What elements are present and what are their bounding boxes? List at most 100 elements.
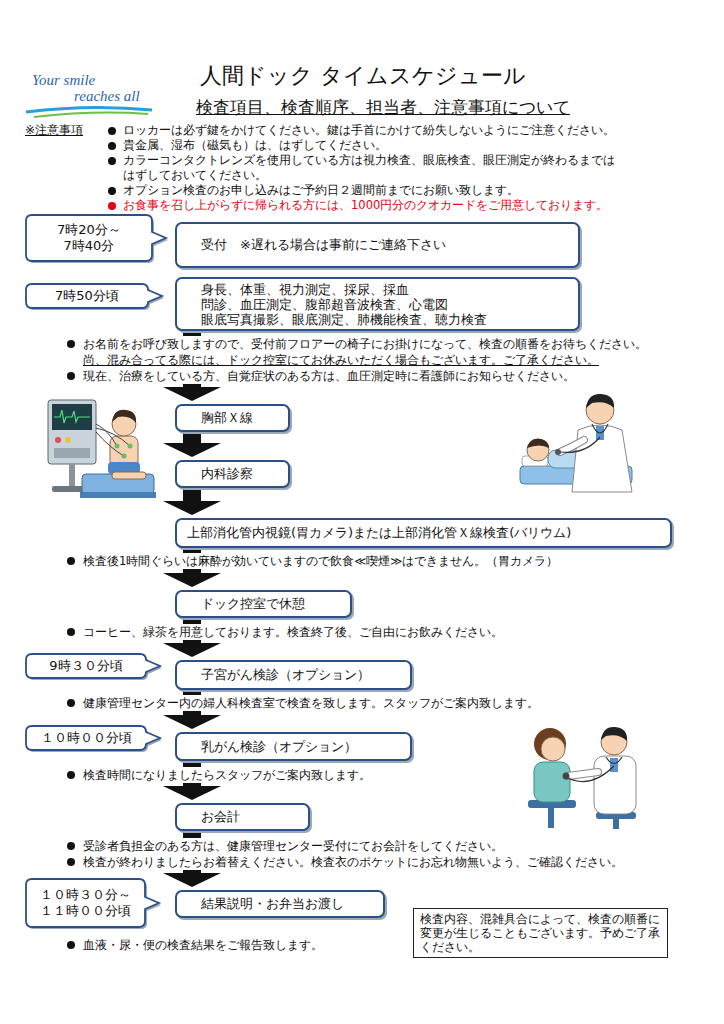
step-text: 受付 ※遅れる場合は事前にご連絡下さい xyxy=(201,237,446,253)
step-note: 尚、混み合ってる際には、ドック控室にてお休みいただく場合もございます。ご了承くだ… xyxy=(83,352,599,368)
bullet-dot xyxy=(67,699,75,707)
patient-face xyxy=(541,737,565,761)
step-note: 検査が終わりましたらお着替えください。検査衣のポケットにお忘れ物無いよう、ご確認… xyxy=(83,854,623,870)
patient-legs xyxy=(112,472,146,479)
arrow-head xyxy=(163,573,221,587)
bed-frame xyxy=(80,492,156,498)
bullet-dot xyxy=(108,157,116,165)
ecg-wires xyxy=(96,424,130,456)
callout-border xyxy=(26,284,162,308)
doctor-coat xyxy=(594,756,636,814)
ecg-wave xyxy=(54,410,90,423)
bullet-dot xyxy=(67,372,75,380)
step-note: 健康管理センター内の婦人科検査室で検査を致します。スタッフがご案内致します。 xyxy=(83,695,539,711)
callout-text: 9時３０分頃 xyxy=(49,658,122,674)
logo-text: Your smile xyxy=(32,72,95,88)
step-text: 内科診察 xyxy=(201,466,253,482)
notice-text: ロッカーは必ず鍵をかけてください。鍵は手首にかけて紛失しないようにご注意ください… xyxy=(123,123,615,138)
arrow-head xyxy=(163,501,221,515)
note-text: 検査内容、混雑具合によって、検査の順番に 変更が生じることもございます。予めご了… xyxy=(420,912,661,954)
doctor-arm xyxy=(568,772,598,776)
step-box: 内科診察 xyxy=(175,460,290,488)
time-callout: 7時50分頃 xyxy=(25,283,163,309)
subtitle: 検査項目、検査順序、担当者、注意事項について xyxy=(196,96,570,118)
step-text: ドック控室で休憩 xyxy=(201,596,305,612)
step-text: 上部消化管内視鏡(胃カメラ)または上部消化管Ｘ線検査(バリウム) xyxy=(187,525,571,541)
patient-hair xyxy=(112,410,136,423)
callout-border xyxy=(26,879,159,927)
monitor-pole xyxy=(69,464,75,486)
time-callout: １０時００分頃 xyxy=(25,725,161,751)
monitor-screen xyxy=(52,404,92,430)
doctor-shirt xyxy=(610,758,618,772)
step-note: お名前をお呼び致しますので、受付前フロアーの椅子にお掛けになって、検査の順番をお… xyxy=(83,336,647,352)
chair-leg xyxy=(548,808,554,828)
patient-body xyxy=(534,762,570,802)
monitor-body xyxy=(48,400,96,464)
time-callout: 7時20分～ 7時40分 xyxy=(25,214,167,262)
step-text: お会計 xyxy=(201,809,240,825)
consultation-illustration xyxy=(528,727,636,829)
stethoscope xyxy=(566,757,622,782)
arrow-shaft xyxy=(183,488,201,502)
bullet-dot xyxy=(67,557,75,565)
notice-text: オプション検査のお申し込みはご予約日２週間前までにお願い致します。 xyxy=(123,183,519,198)
step-box: ドック控室で休憩 xyxy=(175,590,352,618)
logo-text: reaches all xyxy=(74,88,140,104)
step-note: コーヒー、緑茶を用意しております。検査終了後、ご自由にお飲みください。 xyxy=(83,624,503,640)
bullet-dot xyxy=(67,858,75,866)
bullet-dot xyxy=(67,842,75,850)
patient-head xyxy=(527,439,549,461)
bullet-dot xyxy=(67,941,75,949)
callout-border xyxy=(26,654,160,678)
bullet-dot xyxy=(67,628,75,636)
bullet-dot xyxy=(108,127,116,135)
note-box: 検査内容、混雑具合によって、検査の順番に 変更が生じることもございます。予めご了… xyxy=(413,908,668,958)
doctor-hair xyxy=(586,394,614,408)
flow-arrow xyxy=(163,432,221,457)
stethoscope-head xyxy=(563,773,570,780)
monitor-panel xyxy=(54,448,90,458)
stethoscope-head xyxy=(555,449,561,455)
step-box: 上部消化管内視鏡(胃カメラ)または上部消化管Ｘ線検査(バリウム) xyxy=(175,518,672,548)
step-box: 身長、体重、視力測定、採尿、採血 問診、血圧測定、腹部超音波検査、心電図 眼底写… xyxy=(175,277,580,331)
step-note: 検査後1時間ぐらいは麻酔が効いていますので飲食≪喫煙≫はできません。（胃カメラ） xyxy=(83,553,558,569)
page-title: 人間ドック タイムスケジュール xyxy=(200,62,526,90)
swoosh-line xyxy=(26,107,152,112)
step-box: 子宮がん検診（オプション） xyxy=(175,660,412,690)
monitor-knob xyxy=(55,437,61,443)
bullet-dot xyxy=(108,142,116,150)
notice-text: お食事を召し上がらずに帰られる方には、1000円分のクオカードをご用意しておりま… xyxy=(123,198,608,213)
step-box: 乳がん検診（オプション） xyxy=(175,732,412,761)
arrow-head xyxy=(163,643,221,657)
notice-text: 貴金属、湿布（磁気も）は、はずしてください。 xyxy=(123,138,387,153)
ecg-illustration xyxy=(48,400,156,498)
logo-swoosh xyxy=(26,107,152,117)
callout-text: １０時３０分～ １１時００分頃 xyxy=(29,887,142,919)
arrow-shaft xyxy=(183,432,201,444)
step-box: 結果説明・お弁当お渡し xyxy=(175,890,385,918)
swoosh-line xyxy=(34,113,148,117)
chair-leg xyxy=(613,819,619,829)
step-note: 血液・尿・便の検査結果をご報告致します。 xyxy=(83,937,323,953)
monitor-knob xyxy=(65,437,71,443)
callout-border xyxy=(26,726,160,750)
step-text: 身長、体重、視力測定、採尿、採血 問診、血圧測定、腹部超音波検査、心電図 眼底写… xyxy=(201,282,570,327)
patient-hair xyxy=(534,728,566,760)
step-box: 受付 ※遅れる場合は事前にご連絡下さい xyxy=(175,222,580,268)
bullet-dot xyxy=(108,202,116,210)
doctor-hair xyxy=(601,727,627,741)
electrode xyxy=(115,444,120,449)
callout-text: １０時００分頃 xyxy=(41,730,132,746)
step-text: 子宮がん検診（オプション） xyxy=(201,667,370,683)
doctor-exam-illustration xyxy=(520,394,632,492)
electrode xyxy=(122,454,127,459)
bullet-dot xyxy=(67,340,75,348)
callout-border xyxy=(26,215,166,261)
arrow-head xyxy=(163,387,221,401)
doctor-coat xyxy=(572,425,632,492)
step-note: 現在、治療をしている方、自覚症状のある方は、血圧測定時に看護師にお知らせください… xyxy=(83,368,575,384)
arrow-head xyxy=(163,873,221,887)
arrow-head xyxy=(163,786,221,800)
step-text: 結果説明・お弁当お渡し xyxy=(201,896,344,912)
